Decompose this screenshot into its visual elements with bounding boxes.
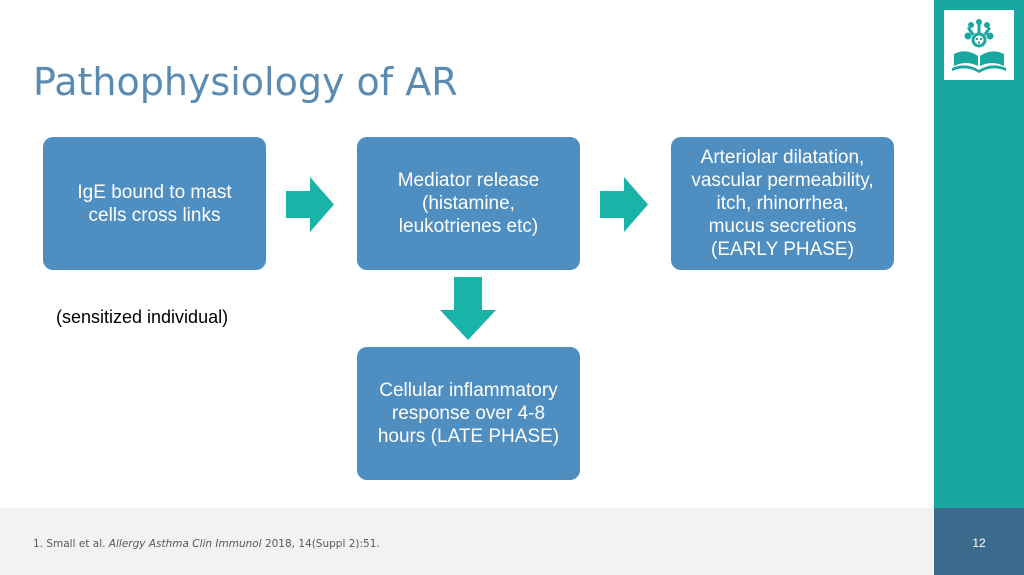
citation-prefix: 1. Small et al. — [33, 538, 109, 550]
citation-suffix: 2018, 14(Suppl 2):51. — [261, 538, 380, 550]
diagram-box-early-phase: Arteriolar dilatation, vascular permeabi… — [671, 137, 894, 270]
diagram-box-late-phase: Cellular inflammatory response over 4-8 … — [357, 347, 580, 480]
diagram-box-mediator: Mediator release (histamine, leukotriene… — [357, 137, 580, 270]
citation-journal: Allergy Asthma Clin Immunol — [108, 538, 262, 550]
box-late-phase-label: Cellular inflammatory response over 4-8 … — [377, 380, 560, 447]
footer-bar — [0, 508, 934, 575]
arrow-down-icon — [440, 277, 496, 340]
box-ige-label: IgE bound to mast cells cross links — [77, 181, 232, 226]
logo — [944, 10, 1014, 80]
arrow-right-icon — [286, 177, 334, 232]
right-accent-band — [934, 0, 1024, 508]
page-number-panel: 12 — [934, 508, 1024, 575]
sensitized-note: (sensitized individual) — [56, 307, 229, 327]
arrow-right-icon — [600, 177, 648, 232]
diagram-box-ige: IgE bound to mast cells cross links — [43, 137, 266, 270]
page-number: 12 — [972, 536, 986, 550]
slide-title: Pathophysiology of AR — [33, 60, 458, 104]
box-mediator-label: Mediator release (histamine, leukotriene… — [397, 170, 540, 237]
box-early-phase-label: Arteriolar dilatation, vascular permeabi… — [691, 147, 874, 260]
logo-icon — [952, 19, 1006, 73]
citation: 1. Small et al. Allergy Asthma Clin Immu… — [33, 538, 380, 550]
